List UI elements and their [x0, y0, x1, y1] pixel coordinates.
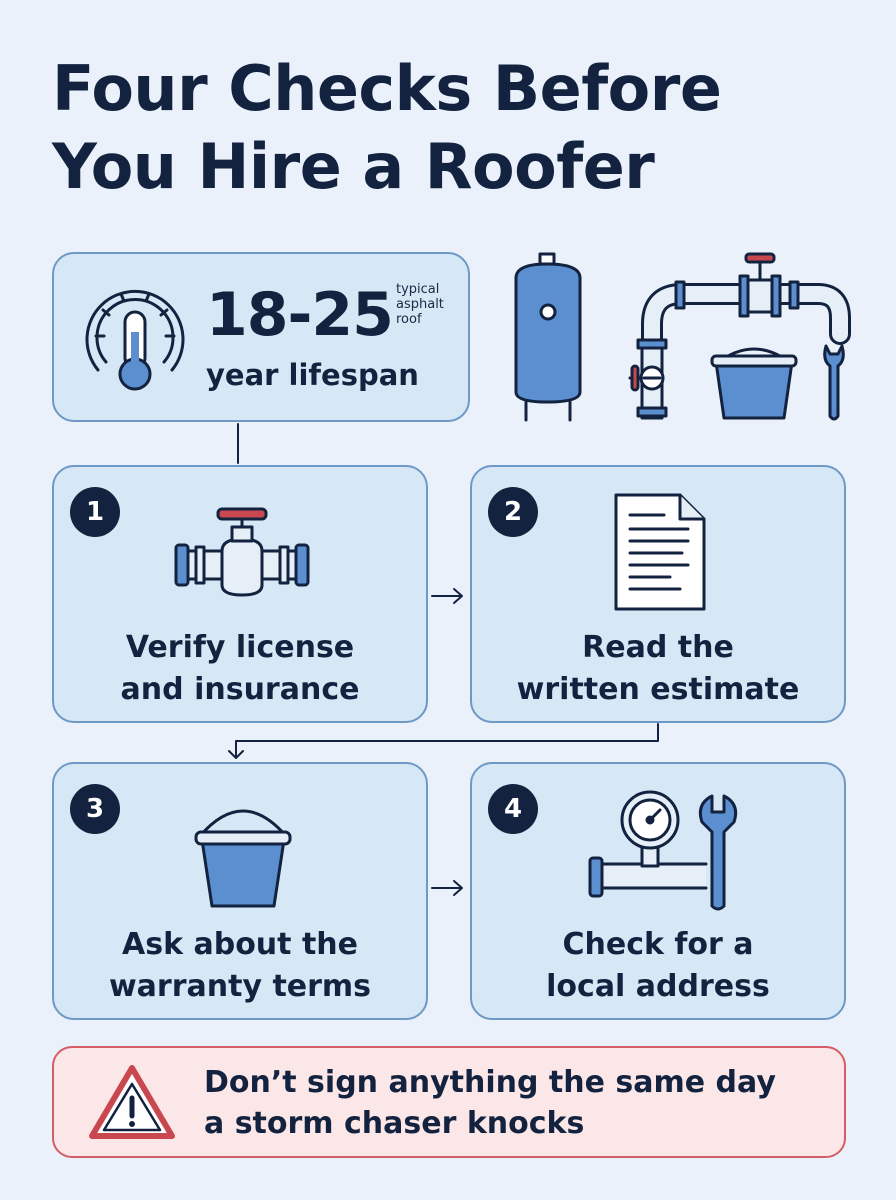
step-number-badge: 1 — [70, 487, 120, 537]
document-icon — [614, 493, 706, 611]
step-label-line-2: local address — [546, 969, 770, 1004]
water-tank-icon — [514, 252, 582, 422]
note-line-1: typical — [396, 282, 440, 297]
warning-line-2: a storm chaser knocks — [204, 1106, 585, 1141]
step-label: Check for a local address — [472, 924, 844, 1008]
note-line-2: asphalt — [396, 297, 444, 312]
step-label-line-1: Read the — [582, 630, 734, 665]
step-label-line-1: Check for a — [562, 927, 754, 962]
step-label: Verify license and insurance — [54, 627, 426, 711]
wrench-icon — [823, 344, 845, 421]
pipe-network-icon — [628, 252, 851, 420]
warning-triangle-icon — [89, 1065, 175, 1139]
pipe-valve-icon — [174, 507, 310, 597]
pressure-gauge-wrench-icon — [588, 790, 738, 911]
arrow-step1-to-step2 — [431, 588, 463, 604]
warning-text: Don’t sign anything the same day a storm… — [204, 1062, 834, 1144]
lifespan-value: 18-25 — [206, 280, 394, 350]
step-number-badge: 4 — [488, 784, 538, 834]
title-line-1: Four Checks Before — [52, 52, 722, 125]
warning-line-1: Don’t sign anything the same day — [204, 1065, 776, 1100]
step-card-2: 2 Read the written estimate — [470, 465, 846, 723]
lifespan-subtitle: year lifespan — [206, 358, 419, 392]
title-line-2: You Hire a Roofer — [52, 130, 655, 203]
small-bucket-icon — [710, 347, 798, 420]
step-label-line-2: written estimate — [516, 672, 800, 707]
step-label: Ask about the warranty terms — [54, 924, 426, 1008]
bucket-icon — [194, 809, 292, 908]
step-label-line-1: Verify license — [125, 630, 355, 665]
step-card-1: 1 Verify license and insurance — [52, 465, 428, 723]
warning-callout: Don’t sign anything the same day a storm… — [52, 1046, 846, 1158]
thermometer-gauge-icon — [85, 289, 185, 391]
plumbing-illustration — [514, 252, 851, 422]
lifespan-note: typical asphalt roof — [396, 282, 470, 327]
connector-step2-to-step3 — [228, 723, 659, 759]
step-label: Read the written estimate — [472, 627, 844, 711]
step-number-badge: 2 — [488, 487, 538, 537]
step-label-line-2: warranty terms — [108, 969, 372, 1004]
lifespan-stat-card: 18-25 typical asphalt roof year lifespan — [52, 252, 470, 422]
step-label-line-1: Ask about the — [122, 927, 358, 962]
step-card-3: 3 Ask about the warranty terms — [52, 762, 428, 1020]
step-card-4: 4 Check for a local address — [470, 762, 846, 1020]
arrow-step3-to-step4 — [431, 880, 463, 896]
note-line-3: roof — [396, 312, 422, 327]
step-number-badge: 3 — [70, 784, 120, 834]
step-label-line-2: and insurance — [120, 672, 360, 707]
page-title: Four Checks Before You Hire a Roofer — [52, 50, 852, 206]
